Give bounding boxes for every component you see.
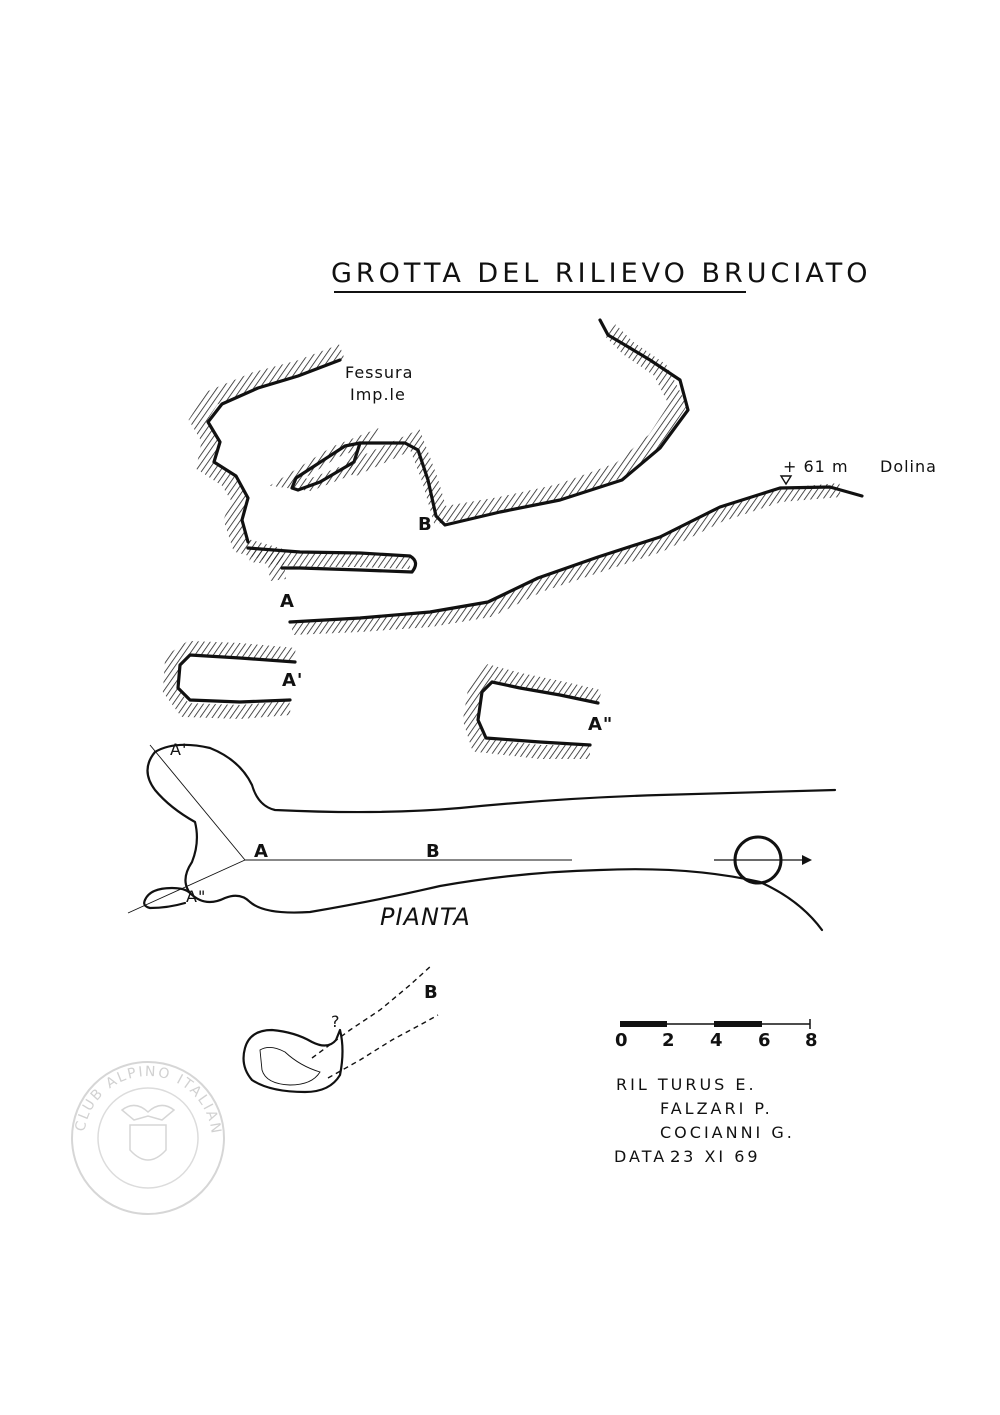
section-a2-lens-hatch (462, 664, 602, 759)
scale-tick-2: 2 (662, 1030, 676, 1051)
club-stamp-seal: CLUB ALPINO ITALIANO (0, 0, 225, 1215)
plan-outline-tip (143, 898, 187, 910)
section-label-a: A (280, 591, 295, 612)
entrance-arrowhead-icon (802, 855, 812, 865)
plan-outline-top (146, 743, 837, 895)
section-label-a1: A' (282, 670, 303, 691)
detail-chamber-inner (259, 1047, 321, 1086)
plan-outline-bottom (143, 868, 824, 932)
section-floor-upper-hatch (249, 548, 411, 569)
section-roof (358, 318, 690, 527)
label-depth-mark: + 61 m (783, 457, 849, 476)
plan-label-b: B (426, 841, 441, 862)
section-label-a2: A" (588, 714, 613, 735)
section-ramp-hatch (291, 483, 841, 635)
section-roof-hatch (346, 324, 688, 525)
detail-question-mark: ? (331, 1012, 341, 1031)
plan-label-a2: A" (186, 887, 206, 906)
credit-line-3: COCIANNI G. (660, 1123, 795, 1142)
label-fessura: Fessura (345, 363, 413, 382)
stamp-eagle-icon (120, 1104, 176, 1121)
stamp-outer-ring (71, 1061, 225, 1215)
section-label-b: B (418, 514, 433, 535)
section-a1-lens (176, 653, 297, 704)
section-wall-left-hatch (188, 344, 345, 581)
scale-bar-segment-4-6 (714, 1021, 762, 1027)
scale-tick-4: 4 (710, 1030, 724, 1051)
detail-sketch: ? B (242, 964, 439, 1094)
stamp-shield-icon (129, 1124, 167, 1161)
credit-line-1: RIL TURUS E. (616, 1075, 757, 1094)
scale-tick-6: 6 (758, 1030, 772, 1051)
stamp-inner-ring (97, 1087, 199, 1189)
scale-bar: 0 2 4 6 8 (615, 1019, 819, 1051)
section-ramp (288, 485, 864, 624)
label-dolina: Dolina (880, 457, 937, 476)
section-a2-lens (476, 680, 600, 747)
plan-axis-a-a2 (127, 859, 246, 914)
credit-date-value: 23 XI 69 (670, 1147, 761, 1166)
plan-view: A B A' A" PIANTA (127, 740, 837, 932)
plan-label-a: A (254, 841, 269, 862)
cross-section: Fessura Imp.le + 61 m Dolina B A A' A" (162, 318, 937, 759)
scale-tick-8: 8 (805, 1030, 819, 1051)
detail-chamber-outer (242, 1028, 344, 1094)
label-imp-le: Imp.le (350, 385, 406, 404)
depth-mark-triangle (779, 475, 793, 486)
section-a1-lens-hatch (162, 640, 296, 720)
credit-line-2: FALZARI P. (660, 1099, 773, 1118)
detail-passage-lower (327, 1014, 439, 1079)
survey-credits: RIL TURUS E. FALZARI P. COCIANNI G. DATA… (614, 1075, 795, 1166)
drawing-title: GROTTA DEL RILIEVO BRUCIATO (331, 258, 871, 289)
detail-passage-upper (311, 964, 433, 1059)
plan-label-pianta: PIANTA (380, 903, 471, 931)
plan-label-a1: A' (170, 740, 187, 759)
detail-label-b: B (424, 982, 439, 1003)
scale-bar-segment-0-2 (620, 1021, 667, 1027)
section-floor-upper (246, 546, 418, 574)
section-wall-left (206, 358, 342, 544)
stamp-text: CLUB ALPINO ITALIANO (0, 0, 224, 1136)
scale-tick-0: 0 (615, 1030, 629, 1051)
credit-date-label: DATA : (614, 1147, 684, 1166)
plan-axis-a-a1 (149, 744, 246, 861)
section-inner-ledge (290, 441, 362, 492)
